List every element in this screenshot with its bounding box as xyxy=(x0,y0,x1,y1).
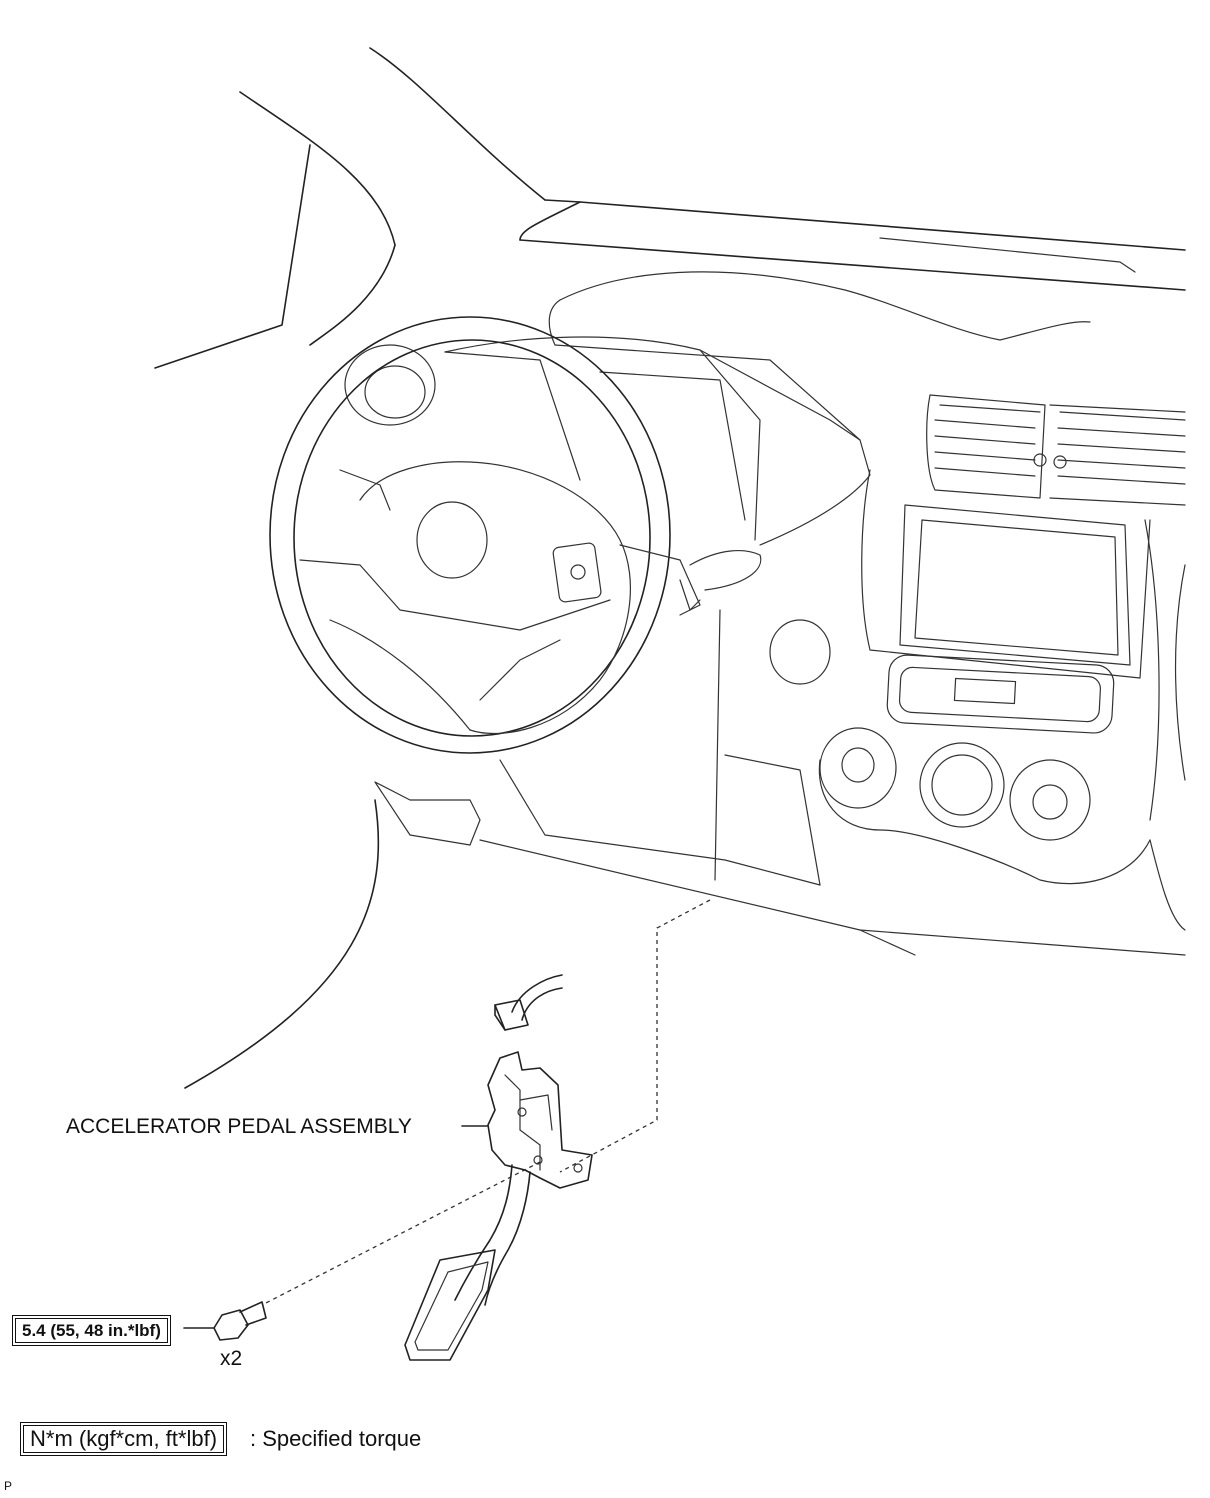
bolt-quantity: x2 xyxy=(220,1347,243,1370)
legend-description: : Specified torque xyxy=(250,1426,422,1451)
guide-lines xyxy=(261,899,711,1306)
radio-panel xyxy=(886,654,1115,734)
corner-mark: P xyxy=(4,1479,13,1493)
legend-units-box: N*m (kgf*cm, ft*lbf) xyxy=(19,1422,228,1456)
steering-wheel xyxy=(269,316,701,754)
bolt-icon xyxy=(213,1301,267,1341)
leader-lines xyxy=(183,1125,489,1329)
a-pillar xyxy=(154,47,546,369)
lower-dash xyxy=(374,609,1186,956)
instrument-cluster xyxy=(444,336,871,546)
climate-knobs xyxy=(818,519,1186,931)
column-stalk xyxy=(679,550,762,611)
dashboard-top xyxy=(519,199,1186,346)
torque-spec-box: 5.4 (55, 48 in.*lbf) xyxy=(12,1315,171,1346)
pedal-assembly-label: ACCELERATOR PEDAL ASSEMBLY xyxy=(66,1115,412,1138)
wire-harness xyxy=(494,974,563,1031)
center-display xyxy=(861,469,1151,679)
accelerator-pedal xyxy=(404,1051,593,1361)
left-vent xyxy=(344,344,436,426)
center-vents xyxy=(926,394,1186,506)
left-panel xyxy=(184,799,380,1089)
